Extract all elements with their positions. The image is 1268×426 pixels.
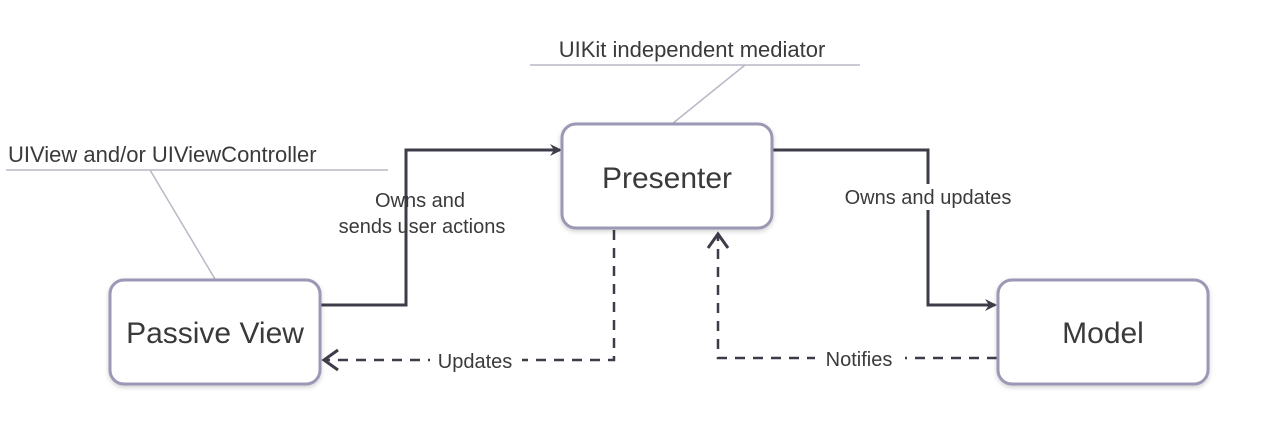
edge-label-bg-notifies (815, 345, 905, 371)
edge-label-owns-and-updates: Owns and updates (845, 187, 1012, 209)
presenter-annotation: UIKit independent mediator (530, 37, 860, 125)
edge-presenter-to-view-arrowhead (321, 348, 339, 372)
presenter-node-box (560, 122, 774, 230)
edge-model-to-presenter (716, 236, 997, 360)
edge-label-notifies: Notifies (826, 349, 893, 371)
presenter-annotation-text: UIKit independent mediator (559, 37, 826, 62)
passive-view-node: Passive View (108, 278, 322, 386)
edge-label-sends-user-actions: sends user actions (339, 216, 506, 238)
edge-presenter-to-view (324, 230, 616, 362)
model-node: Model (996, 278, 1210, 386)
presenter-node-label: Presenter (602, 162, 732, 195)
edge-presenter-to-model (773, 148, 997, 311)
presenter-node: Presenter (560, 122, 774, 230)
edge-view-to-presenter (320, 144, 562, 307)
presenter-annotation-leader (671, 64, 746, 125)
passive-view-node-box (108, 278, 322, 386)
view-annotation-text: UIView and/or UIViewController (8, 142, 317, 167)
edge-label-updates: Updates (438, 351, 513, 373)
edge-label-bg-owns-and-updates (826, 184, 1030, 210)
passive-view-node-label: Passive View (126, 317, 304, 350)
edge-label-bg-updates (430, 347, 522, 373)
view-annotation-leader (149, 169, 216, 280)
edge-label-owns-and: Owns and (375, 190, 465, 212)
model-node-label: Model (1062, 317, 1144, 350)
view-annotation: UIView and/or UIViewController (6, 142, 388, 280)
model-node-box (996, 278, 1210, 386)
edge-model-to-presenter-arrowhead (706, 231, 730, 249)
